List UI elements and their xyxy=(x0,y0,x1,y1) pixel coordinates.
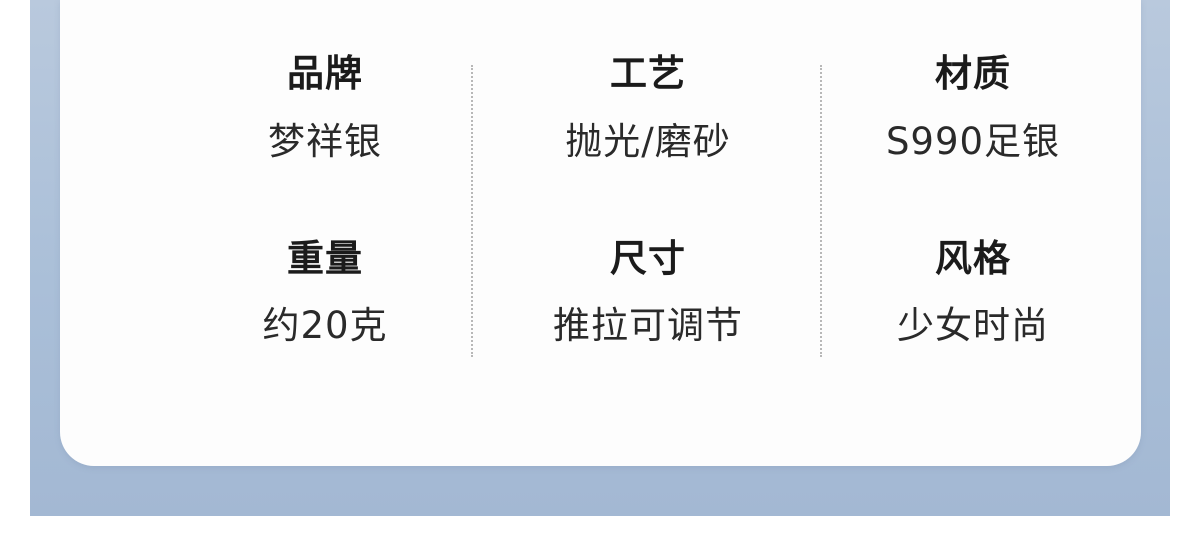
spec-label-craft: 工艺 xyxy=(610,52,686,95)
spec-label-size: 尺寸 xyxy=(610,237,686,280)
spec-label-weight: 重量 xyxy=(287,237,363,280)
column-divider xyxy=(471,65,473,357)
spec-value-material: S990足银 xyxy=(885,120,1061,163)
column-divider xyxy=(820,65,822,357)
spec-value-craft: 抛光/磨砂 xyxy=(565,120,731,163)
spec-value-style: 少女时尚 xyxy=(897,304,1049,347)
spec-card: 品牌 梦祥银 重量 约20克 工艺 抛光/磨砂 尺寸 推拉可调节 材质 S990… xyxy=(60,0,1141,466)
spec-label-brand: 品牌 xyxy=(287,52,363,95)
spec-value-weight: 约20克 xyxy=(262,304,388,347)
spec-label-material: 材质 xyxy=(935,52,1011,95)
spec-value-size: 推拉可调节 xyxy=(553,304,743,347)
spec-value-brand: 梦祥银 xyxy=(268,120,382,163)
spec-label-style: 风格 xyxy=(935,237,1011,280)
